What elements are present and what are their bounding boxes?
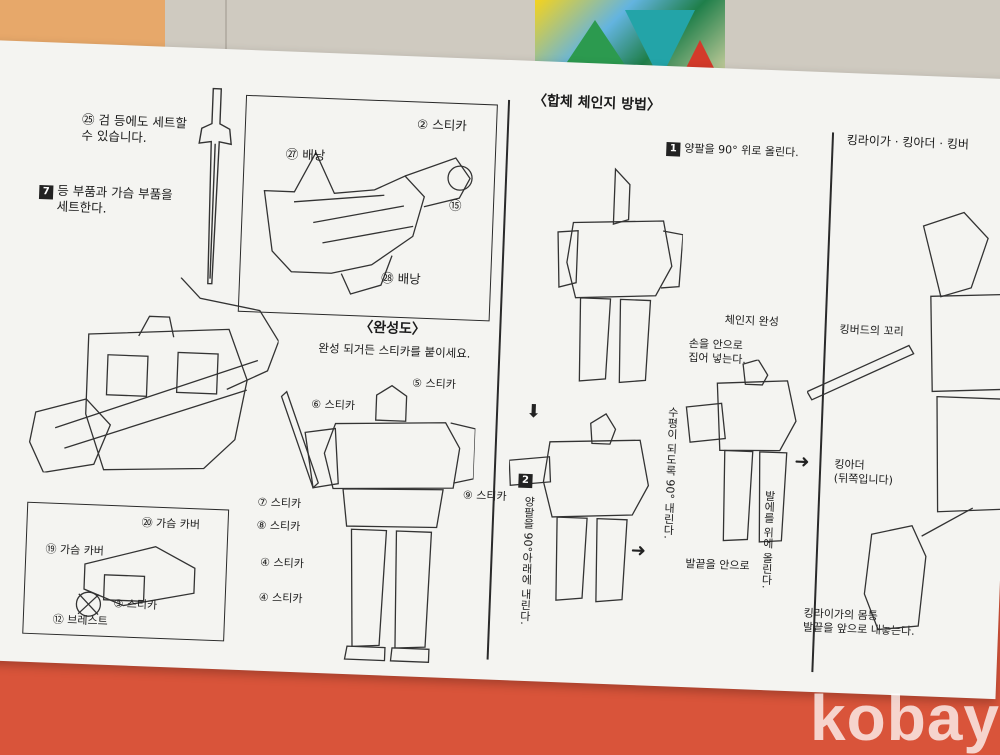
arrow-right-1: ➜ [794, 451, 810, 473]
backpack-28-label: ㉘ 배낭 [380, 270, 421, 287]
combined-robot-drawing [806, 211, 1000, 631]
change-step-1-number: 1 [666, 142, 681, 157]
sticker-5-label: ⑤ 스티카 [411, 376, 457, 392]
arrow-right-2: ➜ [630, 539, 647, 562]
change-done-label: 체인지 완성 [724, 313, 780, 329]
complete-subtitle: 완성 되거든 스티카를 붙이세요. [318, 340, 471, 361]
chest-cover-b-label: ⑲ 가슴 카버 [45, 542, 105, 558]
sticker-4b-label: ④ 스티카 [258, 590, 303, 606]
sticker-6-label: ⑥ 스티카 [311, 397, 356, 413]
chest-cover-a-label: ⑳ 가슴 카버 [141, 516, 201, 532]
sword-drawing [198, 87, 232, 285]
change-step-2-number-wrap: 2 [518, 471, 537, 489]
change-step-1-text: 양팔을 90° 위로 올린다. [684, 141, 799, 160]
sticker-4a-label: ④ 스티카 [259, 555, 305, 571]
backpack-drawing [263, 151, 473, 295]
sticker-8-label: ⑧ 스티카 [256, 518, 301, 534]
step-7-text: 등 부품과 가슴 부품을 세트한다. [56, 182, 173, 216]
robot-step2-drawing [508, 413, 650, 603]
step-25-note: ㉕ 검 등에도 세트할 수 있습니다. [81, 111, 188, 145]
robot-changed-drawing [685, 358, 797, 543]
part-15-label: ⑮ [448, 197, 462, 214]
sticker-2-label: ② 스티카 [416, 116, 468, 134]
backpack-27-label: ㉗ 배낭 [285, 146, 326, 163]
sticker-7-label: ⑦ 스티카 [257, 495, 302, 511]
change-step-2-number: 2 [518, 473, 533, 489]
torso-assembly-drawing [28, 277, 280, 474]
step-7-number: 7 [38, 185, 54, 200]
change-title: 〈합체 체인지 방법〉 [532, 92, 662, 114]
chest-cover-drawing [75, 546, 196, 617]
right-section-header: 킹라이가 · 킹아더 · 킹버 [846, 132, 970, 152]
sticker-3-label: ③ 스티카 [113, 597, 158, 612]
robot-step1-drawing [557, 167, 684, 384]
arrow-down-1: ⬇ [525, 400, 542, 423]
watermark: kobay [810, 682, 1000, 754]
breast-12-label: ⑫ 브레스트 [52, 612, 109, 628]
complete-robot-drawing [280, 384, 477, 663]
feet-in-label: 발끝을 안으로 [685, 557, 750, 573]
sticker-9-label: ⑨ 스티카 [462, 488, 507, 504]
complete-title: 〈완성도〉 [358, 319, 427, 338]
